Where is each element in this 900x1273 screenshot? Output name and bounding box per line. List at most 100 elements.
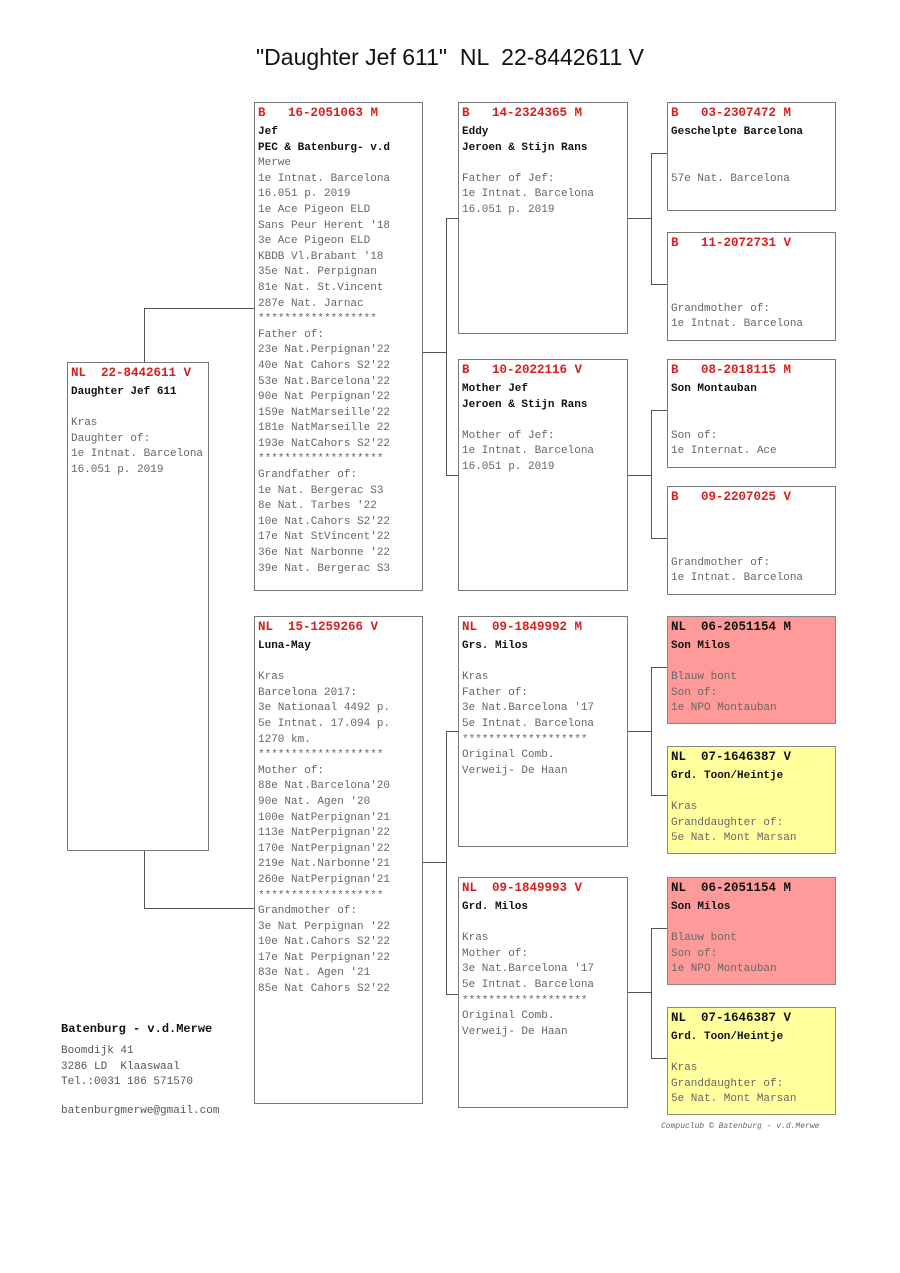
ring-number: B 03-2307472 M [671,106,792,120]
pedigree-detail: Kras [71,417,98,430]
pigeon-name [671,255,835,271]
ring-number: NL 09-1849992 M [462,620,583,634]
pedigree-detail: 3e Nat Perpignan '22 [258,920,391,933]
pigeon-name: Jeroen & Stijn Rans [462,141,588,154]
pedigree-detail: 181e NatMarseille 22 [258,422,391,435]
connector-line [651,667,652,795]
ring-number: NL 06-2051154 M [671,881,792,895]
connector-line [144,308,254,309]
pedigree-detail: 81e Nat. St.Vincent [258,281,384,294]
ring-number: NL 07-1646387 V [671,1011,792,1025]
pedigree-detail [671,286,835,302]
pedigree-detail: Kras [462,671,489,684]
pedigree-detail: 5e Nat. Mont Marsan [671,1093,797,1106]
pigeon-name: Grd. Milos [462,901,529,913]
breeder-address-line: Boomdijk 41 [61,1045,134,1057]
connector-line [651,667,667,668]
pedigree-detail: 88e Nat.Barcelona'20 [258,780,391,793]
pigeon-name [671,509,835,525]
pedigree-detail: Mother of Jef: [462,429,555,442]
connector-line [651,410,652,538]
pedigree-detail [671,785,835,801]
pedigree-detail: 8e Nat. Tarbes '22 [258,500,377,513]
pigeon-name: Grd. Toon/Heintje [671,1031,784,1043]
pigeon-name: Geschelpte Barcelona [671,126,804,138]
connector-line [446,218,458,219]
pedigree-detail: KBDB Vl.Brabant '18 [258,250,384,263]
pedigree-detail: Kras [671,801,698,814]
pigeon-name: Eddy [462,126,489,138]
pedigree-detail: 113e NatPerpignan'22 [258,827,391,840]
pedigree-detail: ******************* [462,994,588,1007]
pedigree-detail: 3e Ace Pigeon ELD [258,235,371,248]
pedigree-detail: ******************* [258,889,384,902]
pedigree-detail: 1e Internat. Ace [671,445,777,458]
pedigree-detail: Father of: [462,686,529,699]
pedigree-detail: 16.051 p. 2019 [462,460,555,473]
pedigree-detail: 5e Intnat. 17.094 p. [258,717,391,730]
connector-line [423,352,446,353]
pedigree-detail: Barcelona 2017: [258,686,358,699]
pedigree-detail [671,413,835,429]
pedigree-detail: 1270 km. [258,733,311,746]
pedigree-detail: Father of Jef: [462,172,555,185]
pedigree-detail: Mother of: [258,764,325,777]
breeder-phone: Tel.:0031 186 571570 [61,1076,194,1089]
pedigree-detail: ******************* [258,453,384,466]
pedigree-detail: 1e Intnat. Barcelona [71,448,204,461]
pedigree-detail: Blauw bont [671,671,738,684]
ring-number: B 08-2018115 M [671,363,792,377]
breeder-address-line: 3286 LD Klaaswaal [61,1060,180,1073]
ring-number: B 09-2207025 V [671,490,792,504]
pigeon-name: Son Montauban [671,383,757,395]
pedigree-detail: Kras [258,671,285,684]
pedigree-detail [671,525,835,541]
connector-line [651,153,667,154]
pedigree-detail: 1e NPO Montauban [671,963,777,976]
pedigree-detail: Kras [671,1062,698,1075]
pigeon-name: Son Milos [671,640,731,652]
pedigree-detail: Son of: [671,686,718,699]
pedigree-detail: Daughter of: [71,432,151,445]
connector-line [144,851,145,908]
pigeon-name: Grs. Milos [462,640,529,652]
pedigree-detail: Granddaughter of: [671,1077,784,1090]
pedigree-detail: 39e Nat. Bergerac S3 [258,562,391,575]
ring-number: NL 09-1849993 V [462,881,583,895]
connector-line [651,410,667,411]
pedigree-detail: Granddaughter of: [671,816,784,829]
ring-number: NL 07-1646387 V [671,750,792,764]
pedigree-detail: 53e Nat.Barcelona'22 [258,375,391,388]
pedigree-detail: 16.051 p. 2019 [462,203,555,216]
breeder-email[interactable]: batenburgmerwe@gmail.com [61,1104,220,1117]
pedigree-detail: 36e Nat Narbonne '22 [258,547,391,560]
pedigree-detail: Original Comb. [462,749,555,762]
pigeon-name: Jef [258,126,278,138]
page-title: "Daughter Jef 611" NL 22-8442611 V [256,44,644,70]
connector-line [651,153,652,284]
pedigree-detail [671,398,835,414]
pedigree-detail [462,916,627,932]
connector-line [651,928,667,929]
pigeon-name: Jeroen & Stijn Rans [462,398,588,411]
connector-line [651,795,667,796]
ring-number: B 10-2022116 V [462,363,583,377]
pedigree-detail: 40e Nat Cahors S2'22 [258,359,391,372]
pedigree-detail: 5e Nat. Mont Marsan [671,832,797,845]
pedigree-detail: 85e Nat Cahors S2'22 [258,983,391,996]
pigeon-name: Daughter Jef 611 [71,386,177,398]
pigeon-name: Grd. Toon/Heintje [671,770,784,782]
pedigree-detail: 3e Nat.Barcelona '17 [462,702,595,715]
pedigree-detail: 35e Nat. Perpignan [258,266,377,279]
pedigree-detail [671,540,835,556]
pedigree-detail: Grandmother of: [671,556,771,569]
